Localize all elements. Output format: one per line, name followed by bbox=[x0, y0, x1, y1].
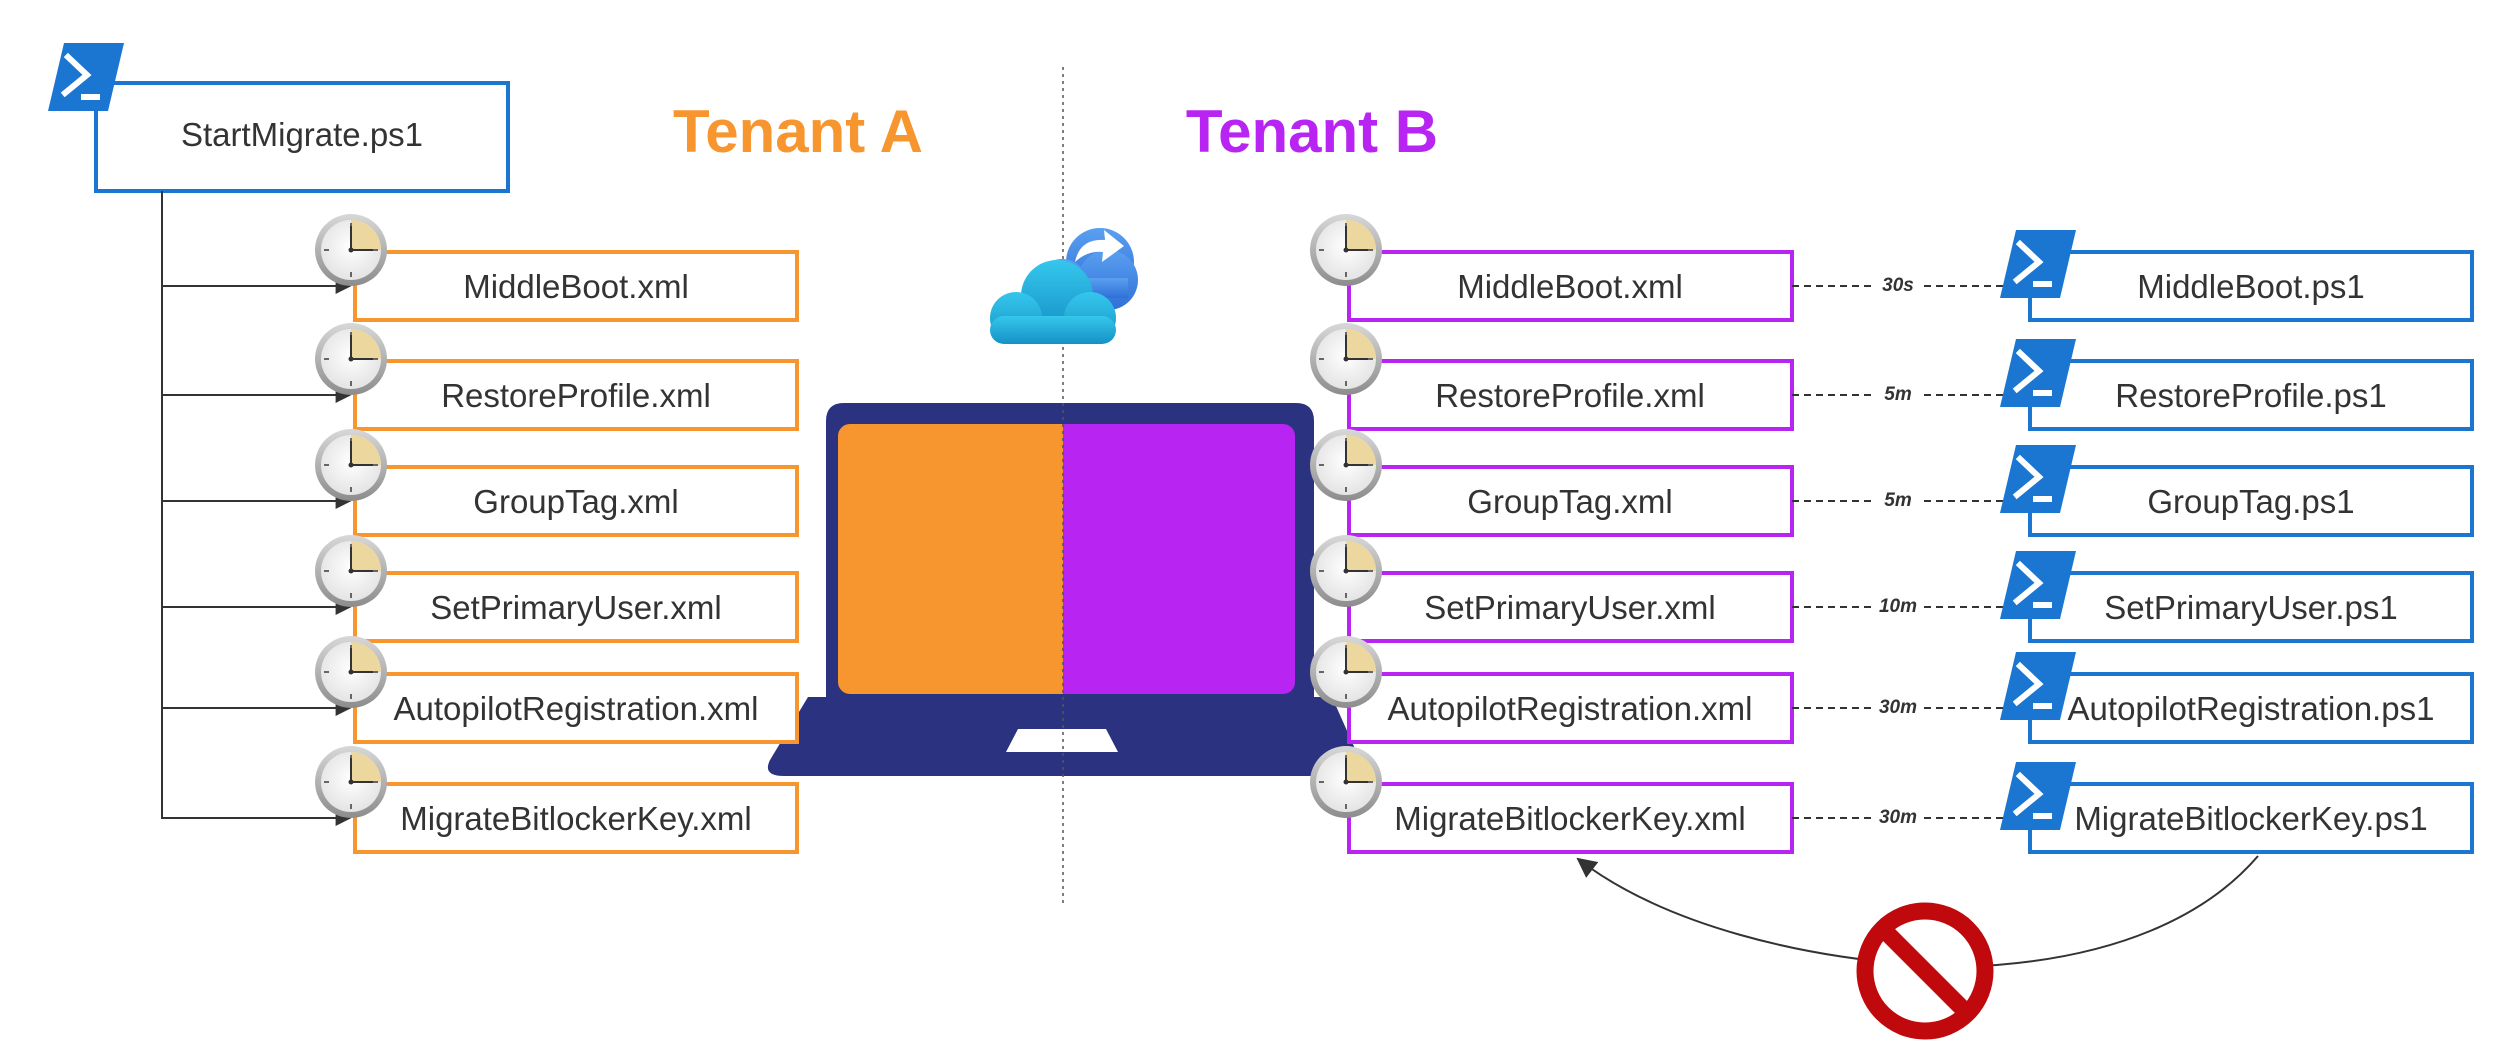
script-box bbox=[2028, 250, 2474, 322]
tenant-a-task-row: SetPrimaryUser.xml bbox=[162, 534, 799, 643]
prohibited-icon bbox=[1856, 902, 1994, 1040]
clock-icon bbox=[314, 213, 388, 287]
tenant-a-task-row: AutopilotRegistration.xml bbox=[162, 635, 799, 744]
task-box bbox=[1347, 359, 1794, 431]
delay-label: 30m bbox=[1879, 807, 1917, 828]
tenant-b-tasks: MiddleBoot.xml 30s MiddleBoot.ps1RestorePr… bbox=[1309, 213, 2474, 854]
task-box bbox=[353, 571, 799, 643]
tenant-b-task-row: AutopilotRegistration.xml 30m AutopilotReg… bbox=[1309, 635, 2474, 744]
clock-icon bbox=[314, 322, 388, 396]
delay-label: 10m bbox=[1879, 596, 1917, 617]
delay-label-bg bbox=[1873, 594, 1923, 616]
clock-icon bbox=[1309, 322, 1383, 396]
clock-icon bbox=[1309, 745, 1383, 819]
tenant-b-task-row: GroupTag.xml 5m GroupTag.ps1 bbox=[1309, 428, 2474, 537]
task-label: MigrateBitlockerKey.xml bbox=[1394, 800, 1745, 837]
cloud-sync-icon bbox=[990, 228, 1138, 344]
script-box bbox=[2028, 782, 2474, 854]
task-label: RestoreProfile.xml bbox=[441, 377, 711, 414]
tenant-b-task-row: MiddleBoot.xml 30s MiddleBoot.ps1 bbox=[1309, 213, 2474, 322]
task-box bbox=[353, 465, 799, 537]
delay-label: 5m bbox=[1884, 490, 1912, 511]
clock-icon bbox=[314, 745, 388, 819]
delay-label: 5m bbox=[1884, 384, 1912, 405]
script-label: RestoreProfile.ps1 bbox=[2115, 377, 2386, 414]
script-box bbox=[2028, 359, 2474, 431]
script-label: MiddleBoot.ps1 bbox=[2137, 268, 2364, 305]
script-label: GroupTag.ps1 bbox=[2147, 483, 2354, 520]
tenant-b-task-row: MigrateBitlockerKey.xml 30m MigrateBitlock… bbox=[1309, 745, 2474, 854]
tenant-b-title: Tenant B bbox=[1186, 98, 1438, 165]
delay-label-bg bbox=[1873, 273, 1923, 295]
tenant-a-tasks: MiddleBoot.xmlRestoreProfile.xmlGroupTag… bbox=[162, 213, 799, 854]
delay-label: 30s bbox=[1882, 275, 1914, 296]
task-label: SetPrimaryUser.xml bbox=[1424, 589, 1716, 626]
tenant-b-task-row: SetPrimaryUser.xml 10m SetPrimaryUser.ps1 bbox=[1309, 534, 2474, 643]
delay-label-bg bbox=[1873, 805, 1923, 827]
task-box bbox=[1347, 571, 1794, 643]
laptop-icon bbox=[767, 403, 1361, 776]
task-box bbox=[353, 250, 799, 322]
tenant-a-title: Tenant A bbox=[673, 98, 923, 165]
clock-icon bbox=[314, 635, 388, 709]
clock-icon bbox=[314, 428, 388, 502]
task-box bbox=[353, 359, 799, 431]
task-label: AutopilotRegistration.xml bbox=[1388, 690, 1753, 727]
clock-icon bbox=[1309, 213, 1383, 287]
clock-icon bbox=[314, 534, 388, 608]
task-label: GroupTag.xml bbox=[1467, 483, 1672, 520]
tenant-a-task-row: GroupTag.xml bbox=[162, 428, 799, 537]
tenant-b-task-row: RestoreProfile.xml 5m RestoreProfile.ps1 bbox=[1309, 322, 2474, 431]
task-box bbox=[1347, 782, 1794, 854]
start-migrate-box bbox=[94, 81, 510, 193]
clock-icon bbox=[1309, 534, 1383, 608]
clock-icon bbox=[1309, 428, 1383, 502]
task-label: MigrateBitlockerKey.xml bbox=[400, 800, 751, 837]
script-box bbox=[2028, 465, 2474, 537]
delay-label: 30m bbox=[1879, 697, 1917, 718]
task-box bbox=[353, 782, 799, 854]
task-box bbox=[1347, 250, 1794, 322]
task-label: AutopilotRegistration.xml bbox=[394, 690, 759, 727]
delay-label-bg bbox=[1873, 382, 1923, 404]
script-label: MigrateBitlockerKey.ps1 bbox=[2074, 800, 2427, 837]
delay-label-bg bbox=[1873, 488, 1923, 510]
script-label: SetPrimaryUser.ps1 bbox=[2104, 589, 2397, 626]
delay-label-bg bbox=[1873, 695, 1923, 717]
task-box bbox=[1347, 465, 1794, 537]
tenant-a-task-row: RestoreProfile.xml bbox=[162, 322, 799, 431]
tenant-a-task-row: MiddleBoot.xml bbox=[162, 213, 799, 322]
task-label: GroupTag.xml bbox=[473, 483, 678, 520]
clock-icon bbox=[1309, 635, 1383, 709]
start-migrate-label: StartMigrate.ps1 bbox=[181, 116, 423, 153]
task-label: SetPrimaryUser.xml bbox=[430, 589, 722, 626]
task-box bbox=[353, 672, 799, 744]
task-label: MiddleBoot.xml bbox=[463, 268, 689, 305]
script-label: AutopilotRegistration.ps1 bbox=[2068, 690, 2435, 727]
tenant-a-task-row: MigrateBitlockerKey.xml bbox=[162, 745, 799, 854]
task-label: MiddleBoot.xml bbox=[1457, 268, 1683, 305]
task-label: RestoreProfile.xml bbox=[1435, 377, 1705, 414]
